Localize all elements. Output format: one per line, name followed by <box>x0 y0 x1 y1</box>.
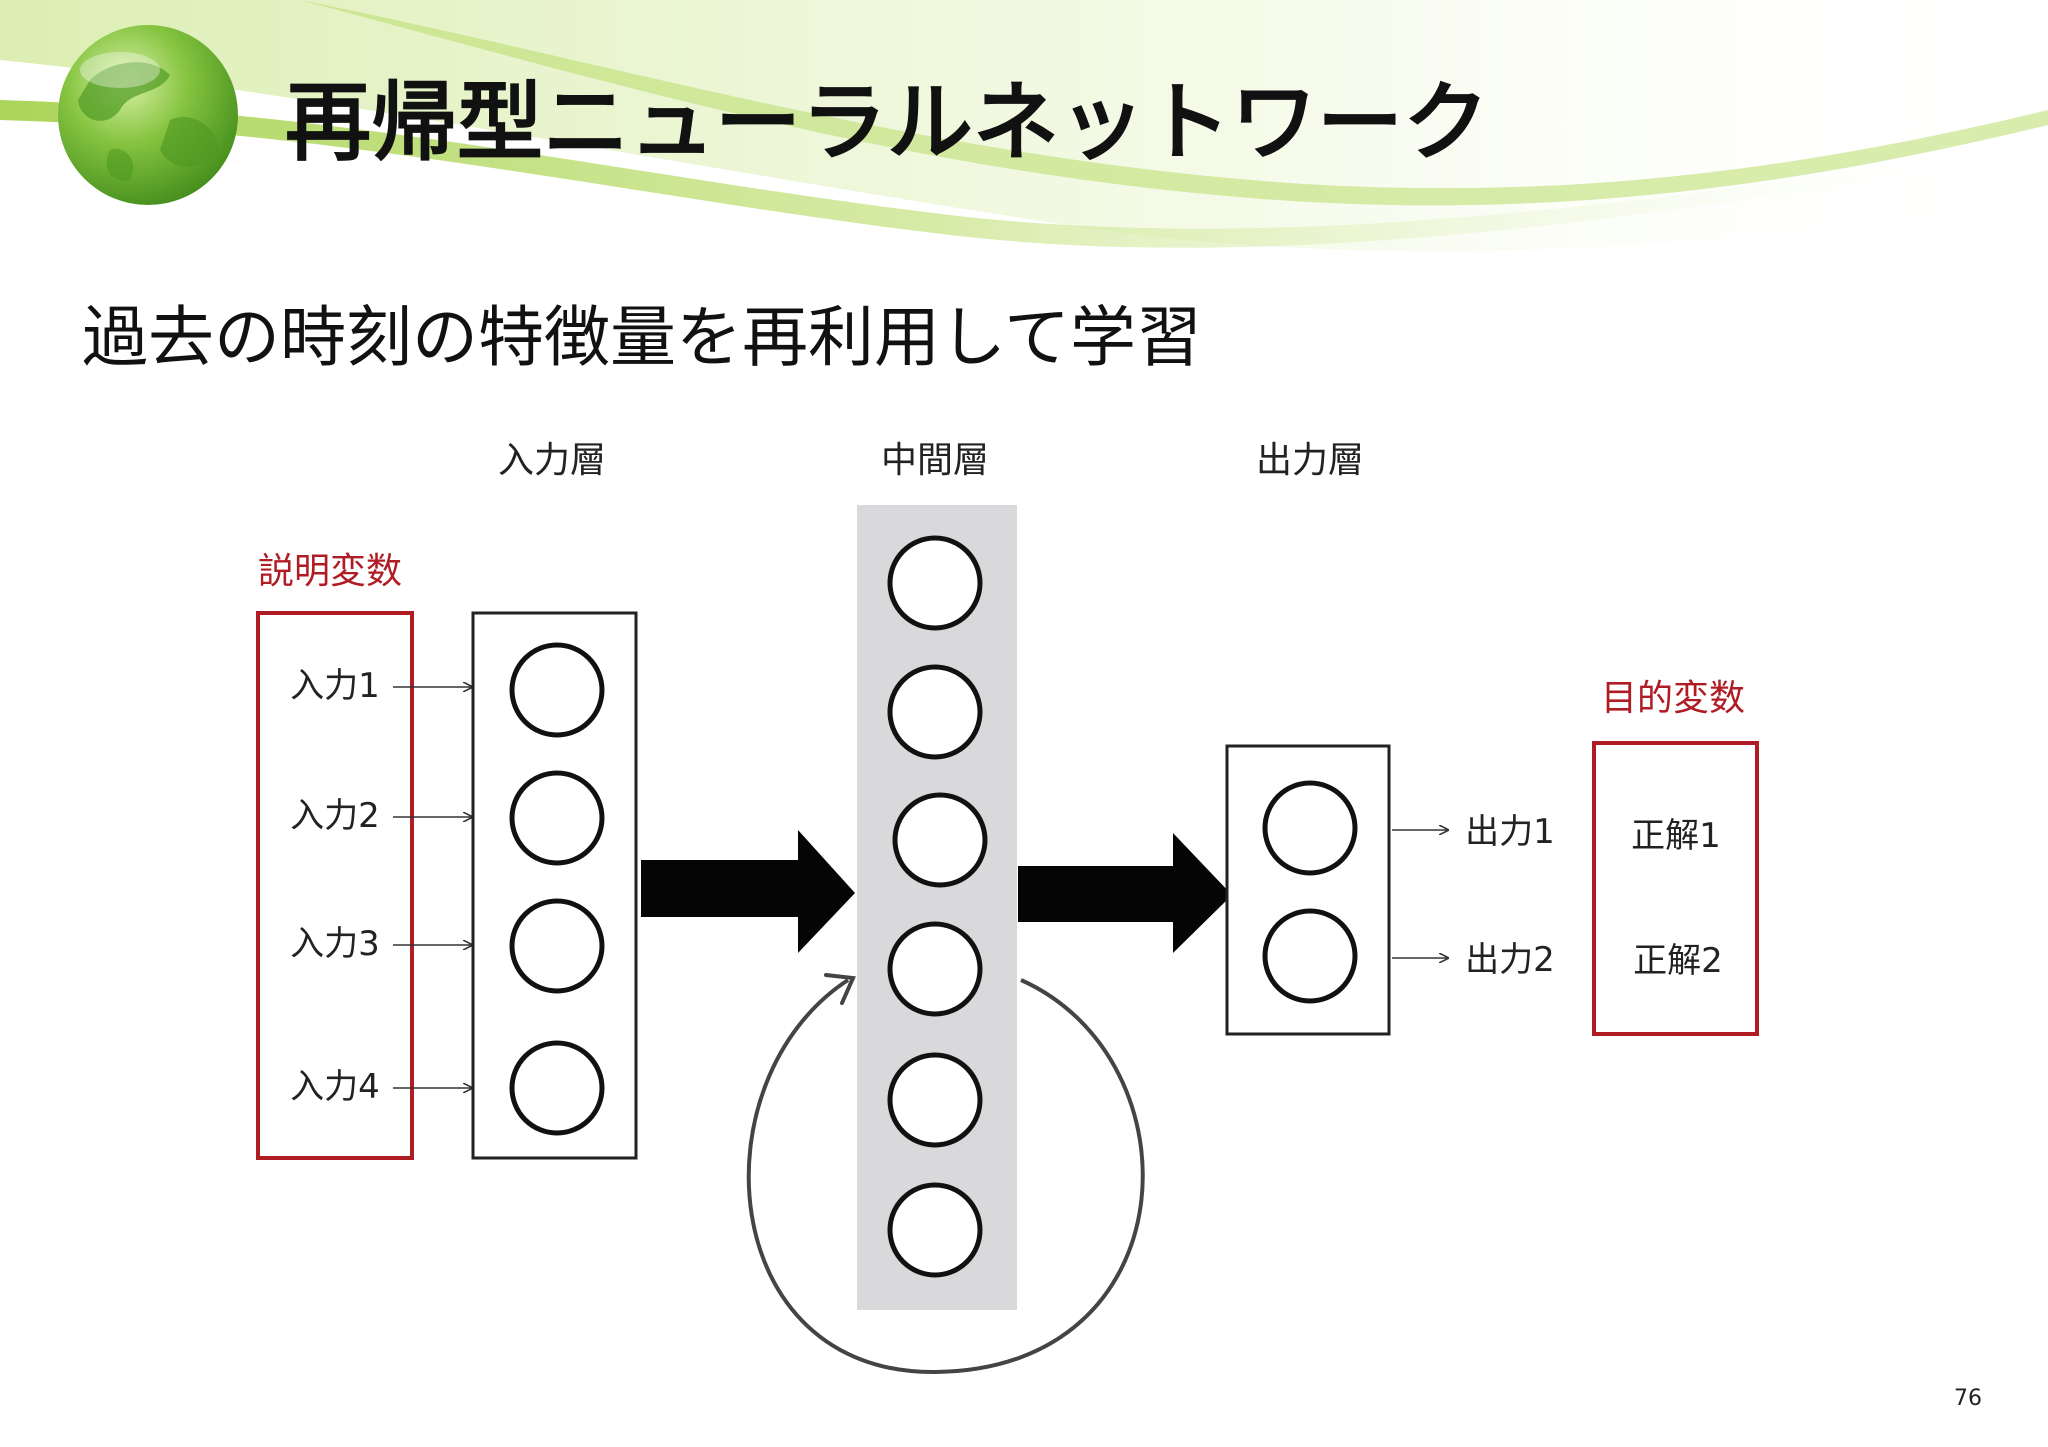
input-label: 入力2 <box>290 796 380 836</box>
hidden-node <box>887 1182 983 1278</box>
output-label: 出力1 <box>1465 812 1555 852</box>
input-node <box>509 642 605 738</box>
header-swoosh <box>0 0 2048 252</box>
input-label: 入力3 <box>290 924 380 964</box>
target-label: 正解2 <box>1633 941 1723 981</box>
layer-label-output: 出力層 <box>1256 440 1364 481</box>
input-label: 入力4 <box>290 1067 380 1107</box>
slide-title: 再帰型ニューラルネットワーク <box>285 73 1489 173</box>
input-layer-box <box>471 611 638 1160</box>
hidden-node <box>887 664 983 760</box>
output-layer-box <box>1225 744 1391 1036</box>
hidden-node <box>892 792 988 888</box>
output-node <box>1262 780 1358 876</box>
target-label: 正解1 <box>1631 816 1721 856</box>
input-connector-arrows <box>393 687 472 1088</box>
flow-arrow-hidden-to-output <box>1018 833 1232 953</box>
slide-subtitle: 過去の時刻の特徴量を再利用して学習 <box>82 299 1202 376</box>
input-layer-nodes <box>509 642 605 1136</box>
hidden-node <box>887 921 983 1017</box>
loop-arrow-icon <box>746 973 1145 1375</box>
output-node <box>1262 908 1358 1004</box>
input-node <box>509 898 605 994</box>
flow-arrow-input-to-hidden <box>641 830 855 953</box>
page-number: 76 <box>1954 1386 1982 1411</box>
layer-label-hidden: 中間層 <box>881 440 989 481</box>
layer-label-input: 入力層 <box>498 440 606 481</box>
globe-icon <box>58 25 238 205</box>
explanatory-variables-title: 説明変数 <box>258 551 402 592</box>
hidden-node <box>887 1052 983 1148</box>
output-connector-arrows <box>1392 830 1448 958</box>
input-labels: 入力1 入力2 入力3 入力4 <box>290 666 380 1107</box>
hidden-layer-band <box>857 505 1017 1310</box>
input-node <box>509 1040 605 1136</box>
hidden-layer-nodes <box>887 535 988 1278</box>
target-variables-box <box>1592 741 1759 1036</box>
input-label: 入力1 <box>290 666 380 706</box>
input-node <box>509 770 605 866</box>
target-variables-title: 目的変数 <box>1601 678 1745 719</box>
hidden-node <box>887 535 983 631</box>
output-label: 出力2 <box>1465 940 1555 980</box>
output-layer-nodes <box>1262 780 1358 1004</box>
explanatory-variables-box <box>256 611 414 1160</box>
